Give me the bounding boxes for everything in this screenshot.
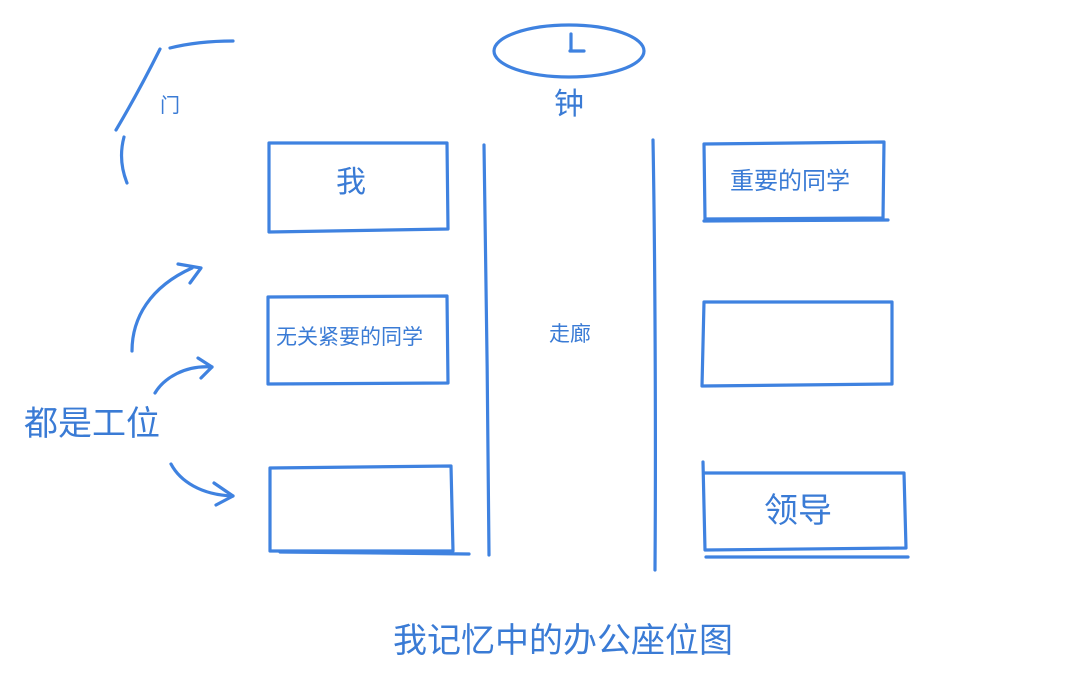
curved-arrow-icon	[169, 462, 235, 507]
diagram-caption: 我记忆中的办公座位图	[393, 621, 733, 661]
desk-empty-right-middle	[700, 300, 894, 388]
me-desk-label: 我	[336, 165, 366, 200]
desk-leader	[701, 460, 910, 559]
curved-arrow-icon	[130, 262, 203, 353]
clock-icon	[492, 23, 646, 79]
workstations-label: 都是工位	[24, 404, 160, 444]
corridor-right-line	[651, 138, 657, 572]
clock-label: 钟	[554, 87, 584, 122]
leader-desk-label: 领导	[764, 491, 832, 531]
unimportant-classmate-label: 无关紧要的同学	[276, 325, 423, 349]
desk-unimportant-classmate	[266, 294, 450, 386]
desk-important-classmate	[702, 140, 890, 223]
door-label: 门	[160, 93, 180, 117]
curved-arrow-icon	[153, 356, 214, 395]
desk-me	[267, 141, 450, 234]
corridor-label: 走廊	[549, 322, 591, 346]
door-lines	[114, 39, 235, 185]
corridor-left-line	[482, 143, 491, 557]
important-classmate-label: 重要的同学	[730, 167, 850, 195]
desk-empty-left-bottom	[268, 464, 471, 556]
